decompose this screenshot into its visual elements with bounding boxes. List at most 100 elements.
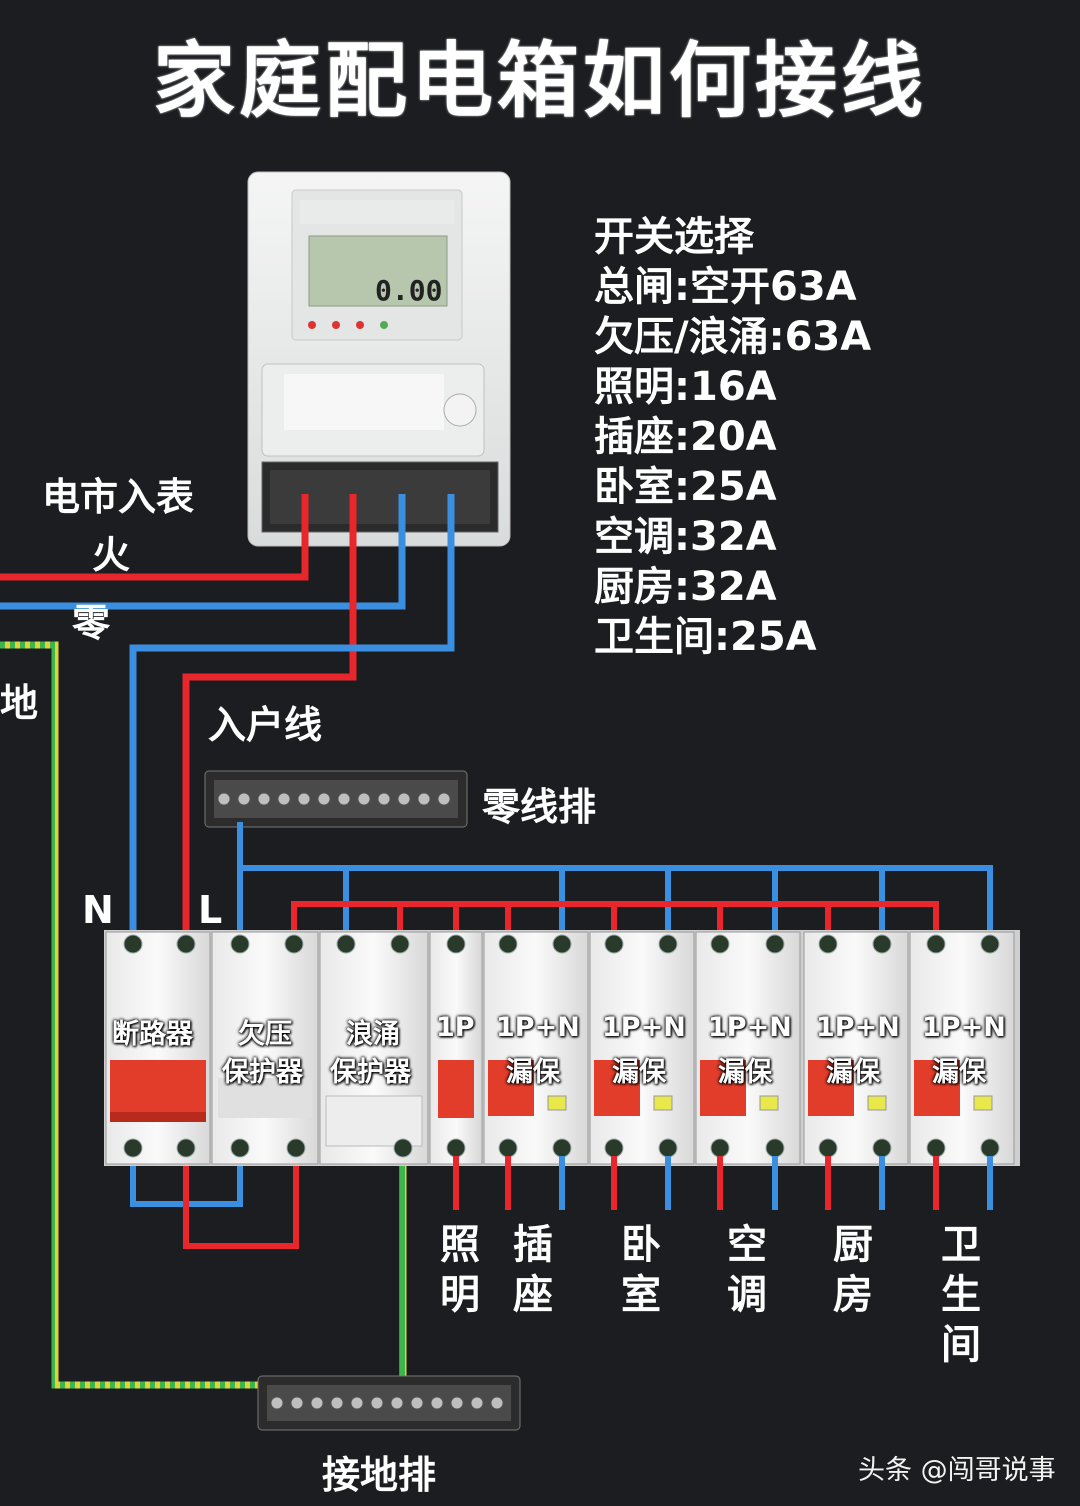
terminal-screw	[498, 1138, 518, 1158]
terminal-screw	[926, 934, 946, 954]
screw	[290, 1396, 304, 1410]
screw	[430, 1396, 444, 1410]
rcbo-breaker	[695, 931, 801, 1165]
terminal-screw	[604, 1138, 624, 1158]
terminal-screw	[123, 1138, 143, 1158]
breaker-jumpers	[130, 1148, 299, 1249]
terminal-screw	[658, 934, 678, 954]
supply-wires	[0, 494, 455, 1389]
terminal-screw	[552, 1138, 572, 1158]
switch-spec-item: 卧室:25A	[594, 464, 777, 510]
lighting-breaker-type: 1P	[436, 1012, 475, 1043]
screw	[370, 1396, 384, 1410]
screw	[357, 792, 371, 806]
circuit-label-bathroom: 卫生间	[941, 1222, 981, 1368]
neutral-bar-label: 零线排	[482, 785, 597, 829]
terminal-screw	[658, 1138, 678, 1158]
terminal-screw	[230, 1138, 250, 1158]
screw	[337, 792, 351, 806]
rcbo-breaker	[803, 931, 909, 1165]
rcbo-type-label: 1P+N	[602, 1012, 686, 1043]
rcbo-type-label: 1P+N	[496, 1012, 580, 1043]
rcbo-sub-label: 漏保	[718, 1057, 772, 1088]
terminal-screw	[980, 934, 1000, 954]
n-terminal-label: N	[82, 888, 114, 932]
terminal-screw	[604, 934, 624, 954]
rcbo-type-label: 1P+N	[708, 1012, 792, 1043]
screw	[270, 1396, 284, 1410]
screw	[490, 1396, 504, 1410]
ground-label: 地	[0, 681, 39, 725]
screw	[470, 1396, 484, 1410]
terminal-screw	[336, 934, 356, 954]
neutral-bar	[204, 770, 468, 828]
terminal-screw	[710, 1138, 730, 1158]
rcbo-sub-label: 漏保	[506, 1057, 560, 1088]
screw	[317, 792, 331, 806]
rcbo-sub-label: 漏保	[826, 1057, 880, 1088]
rcbo-type-label: 1P+N	[816, 1012, 900, 1043]
undervoltage-label-2: 保护器	[222, 1057, 303, 1088]
electric-meter	[247, 171, 511, 547]
screw	[437, 792, 451, 806]
terminal-screw	[710, 934, 730, 954]
switch-spec-item: 厨房:32A	[594, 564, 777, 610]
circuit-label-aircon: 空调	[727, 1222, 767, 1318]
screw	[397, 792, 411, 806]
terminal-screw	[393, 1138, 413, 1158]
rcbo-breaker	[483, 931, 589, 1165]
screw	[257, 792, 271, 806]
terminal-screw	[765, 1138, 785, 1158]
screw	[377, 792, 391, 806]
terminal-screw	[446, 934, 466, 954]
switch-spec-item: 空调:32A	[594, 514, 777, 560]
circuit-label-socket: 插座	[513, 1222, 553, 1318]
screw	[310, 1396, 324, 1410]
switch-selection-heading: 开关选择	[594, 214, 754, 260]
terminal-screw	[230, 934, 250, 954]
meter-reading: 0.00	[375, 274, 443, 307]
rcbo-type-label: 1P+N	[922, 1012, 1006, 1043]
terminal-screw	[552, 934, 572, 954]
screw	[390, 1396, 404, 1410]
circuit-label-kitchen: 厨房	[833, 1222, 873, 1318]
circuit-label-bedroom: 卧室	[621, 1222, 661, 1318]
terminal-screw	[980, 1138, 1000, 1158]
terminal-screw	[818, 1138, 838, 1158]
meter-in-label: 电市入表	[42, 475, 195, 519]
switch-spec-item: 欠压/浪涌:63A	[594, 314, 872, 360]
screw	[410, 1396, 424, 1410]
neutral-label: 零	[72, 601, 111, 645]
screw	[450, 1396, 464, 1410]
screw	[350, 1396, 364, 1410]
watermark: 头条 @闯哥说事	[858, 1455, 1056, 1486]
switch-spec-item: 卫生间:25A	[594, 614, 817, 660]
screw	[237, 792, 251, 806]
terminal-screw	[284, 934, 304, 954]
rcbo-breaker	[589, 931, 695, 1165]
circuit-label-lighting: 照明	[440, 1222, 480, 1318]
screw	[217, 792, 231, 806]
surge-label-1: 浪涌	[346, 1019, 400, 1050]
switch-selection-list: 开关选择 总闸:空开63A 欠压/浪涌:63A 照明:16A 插座:20A 卧室…	[594, 212, 871, 662]
page-title: 家庭配电箱如何接线	[152, 34, 927, 129]
incoming-line-label: 入户线	[208, 703, 323, 747]
terminal-screw	[390, 934, 410, 954]
switch-spec-item: 照明:16A	[594, 364, 777, 410]
terminal-screw	[286, 1138, 306, 1158]
l-terminal-label: L	[198, 888, 223, 932]
terminal-screw	[926, 1138, 946, 1158]
switch-spec-item: 插座:20A	[594, 414, 777, 460]
screw	[417, 792, 431, 806]
terminal-screw	[446, 1138, 466, 1158]
terminal-screw	[176, 1138, 196, 1158]
screw	[297, 792, 311, 806]
terminal-screw	[818, 934, 838, 954]
rcbo-sub-label: 漏保	[932, 1057, 986, 1088]
screw	[277, 792, 291, 806]
surge-label-2: 保护器	[330, 1057, 411, 1088]
terminal-screw	[872, 934, 892, 954]
terminal-screw	[123, 934, 143, 954]
ground-bar	[257, 1375, 521, 1431]
